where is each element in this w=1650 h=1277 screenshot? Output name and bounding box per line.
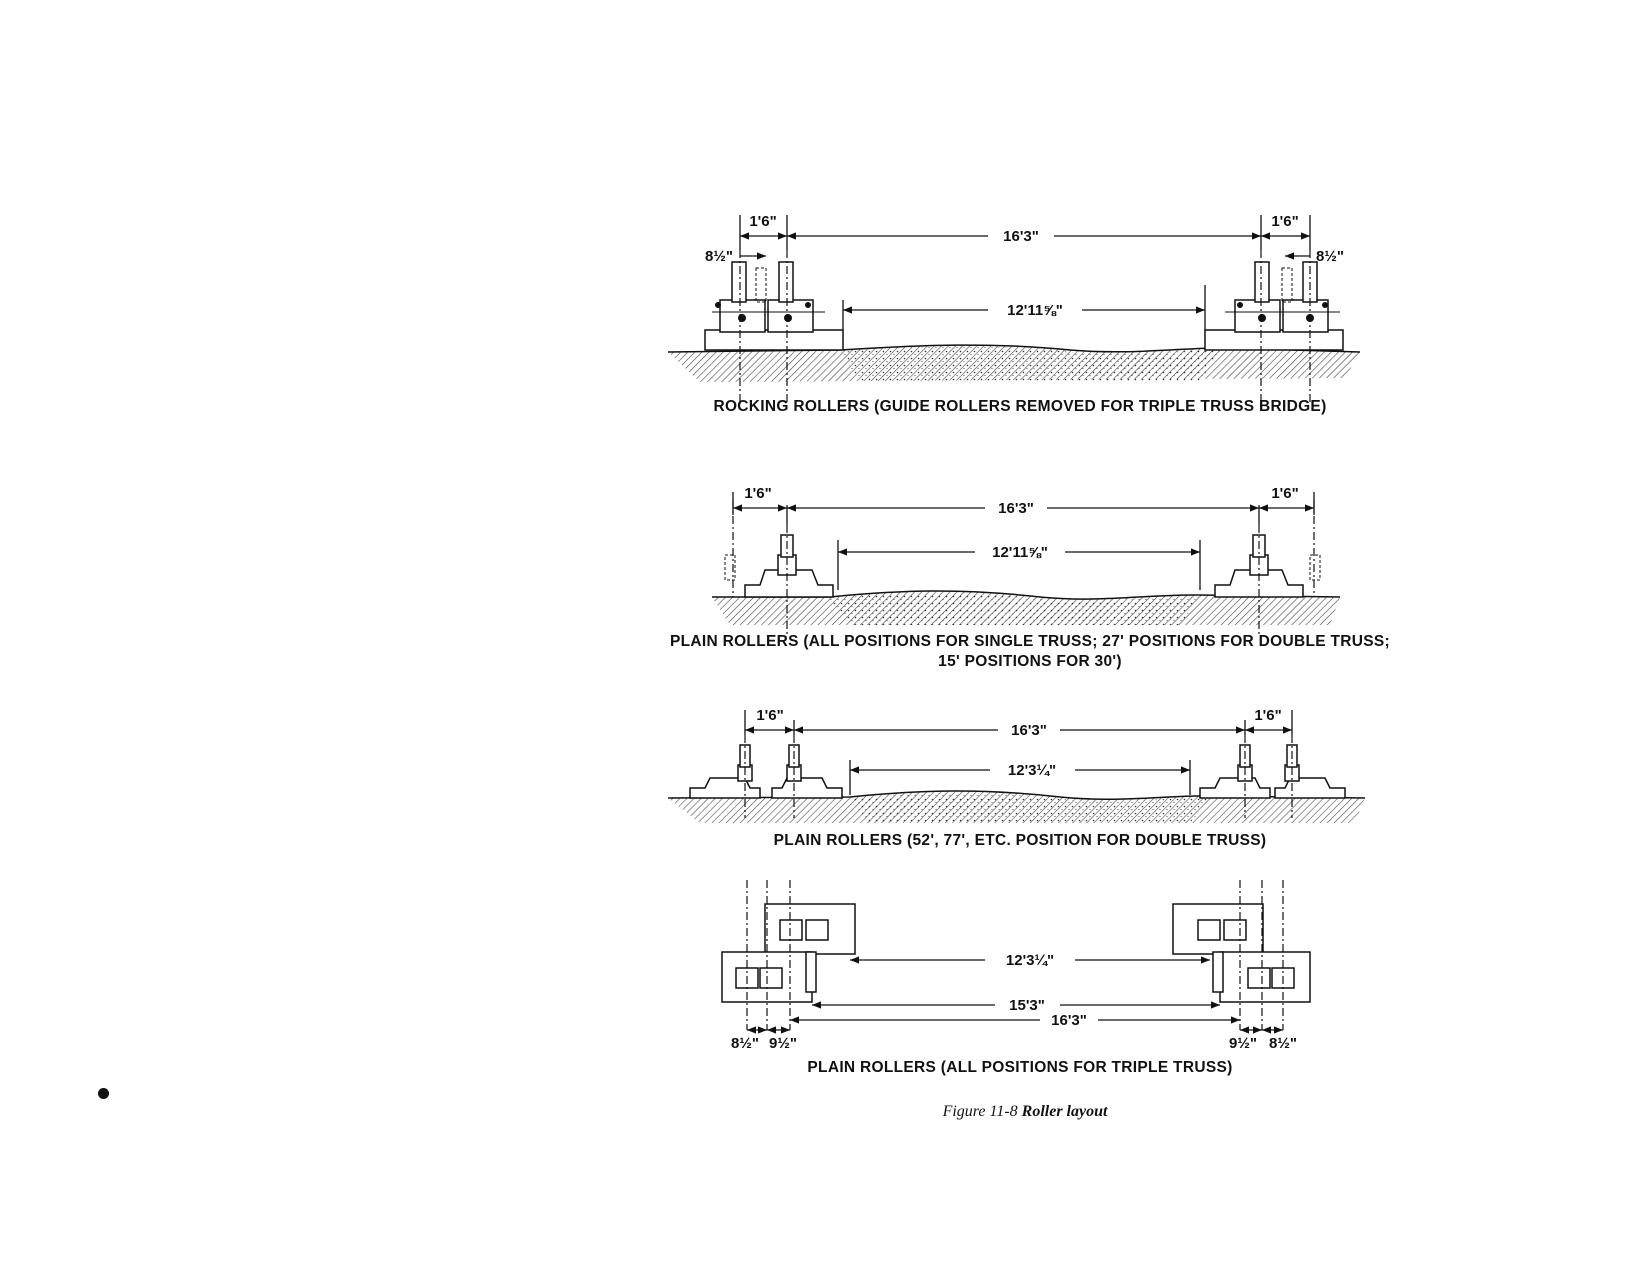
dim-12ft11-5-8: 12'11⅝" <box>1007 302 1063 319</box>
right-rocking-roller-group <box>1204 250 1344 405</box>
diagram-rocking-rollers: 1'6" 16'3" 1'6" 8½" 8½" 12'11⅝" <box>667 213 1361 405</box>
dimension-lines <box>739 215 1311 330</box>
dim-left-1ft6: 1'6" <box>744 485 771 502</box>
caption-rocking-rollers: ROCKING ROLLERS (GUIDE ROLLERS REMOVED F… <box>713 398 1327 415</box>
dim-left-8-5in: 8½" <box>731 1035 759 1052</box>
centerlines <box>746 880 1284 1030</box>
figure-title: Roller layout <box>1021 1103 1108 1120</box>
ground <box>667 790 1366 823</box>
dimension-lines <box>732 492 1315 590</box>
bullet-dot <box>98 1088 109 1099</box>
caption-plain-rollers-single-line2: 15' POSITIONS FOR 30') <box>938 653 1122 670</box>
dim-16ft3: 16'3" <box>1051 1012 1087 1029</box>
dimension-lines <box>744 710 1293 795</box>
dim-12ft3-1-4: 12'3¼" <box>1006 952 1054 969</box>
left-rocking-roller-group <box>704 250 844 405</box>
figure-number: Figure 11-8 <box>942 1103 1018 1120</box>
dim-left-9-5in: 9½" <box>769 1035 797 1052</box>
dim-16ft3: 16'3" <box>1011 722 1047 739</box>
dim-left-1ft6: 1'6" <box>749 213 776 230</box>
caption-plain-rollers-double: PLAIN ROLLERS (52', 77', ETC. POSITION F… <box>773 832 1267 849</box>
left-roller-plan-group <box>721 903 856 1003</box>
right-plain-roller-pair <box>1199 735 1346 818</box>
diagram-plain-rollers-single-truss: 1'6" 16'3" 1'6" 12'11⅝" <box>712 485 1341 635</box>
dimension-lines <box>747 956 1283 1034</box>
dim-left-1ft6: 1'6" <box>756 707 783 724</box>
ground <box>667 344 1361 382</box>
dim-right-1ft6: 1'6" <box>1271 213 1298 230</box>
left-plain-roller-pair <box>689 735 843 818</box>
right-plain-roller <box>1214 500 1321 635</box>
dim-12ft3-1-4: 12'3¼" <box>1008 762 1056 779</box>
dim-16ft3: 16'3" <box>998 500 1034 517</box>
left-plain-roller <box>724 500 834 635</box>
dim-left-8-5in: 8½" <box>705 248 733 265</box>
dim-16ft3: 16'3" <box>1003 228 1039 245</box>
diagram-plain-rollers-triple-truss: 12'3¼" 15'3" 16'3" 8½" 9½" 9½" 8½" <box>721 880 1311 1052</box>
ground <box>712 590 1341 625</box>
dim-right-1ft6: 1'6" <box>1254 707 1281 724</box>
caption-plain-rollers-single-line1: PLAIN ROLLERS (ALL POSITIONS FOR SINGLE … <box>669 633 1391 650</box>
dim-12ft11-5-8: 12'11⅝" <box>992 544 1048 561</box>
caption-plain-rollers-triple: PLAIN ROLLERS (ALL POSITIONS FOR TRIPLE … <box>807 1059 1233 1076</box>
dim-right-9-5in: 9½" <box>1229 1035 1257 1052</box>
dim-right-8-5in: 8½" <box>1269 1035 1297 1052</box>
figure-caption: Figure 11-8 Roller layout <box>825 1103 1225 1121</box>
dim-right-8-5in: 8½" <box>1316 248 1344 265</box>
dim-right-1ft6: 1'6" <box>1271 485 1298 502</box>
dim-15ft3: 15'3" <box>1009 997 1045 1014</box>
diagram-plain-rollers-double-truss: 1'6" 16'3" 1'6" 12'3¼" <box>667 707 1366 823</box>
right-roller-plan-group <box>1172 903 1311 1003</box>
